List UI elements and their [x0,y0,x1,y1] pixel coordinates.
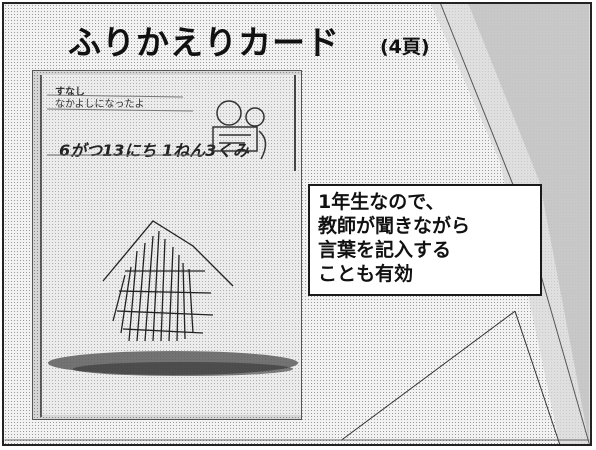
card-subheader: なかよしになったよ [55,99,145,110]
card-header: すなし [55,87,85,98]
slide: ふりかえりカード (4頁) すなし なかよしになったよ 6がつ13にち 1ねん3… [2,2,592,446]
slide-title: ふりかえりカード [68,23,340,62]
callout-line-1: 1年生なので、 [318,191,445,213]
reflection-card-photo: すなし なかよしになったよ 6がつ13にち 1ねん3くみ [32,70,302,420]
callout-line-2: 教師が聞きながら [318,215,471,237]
callout-box: 1年生なので、 教師が聞きながら 言葉を記入する ことも有効 [308,184,542,296]
callout-line-4: ことも有効 [318,263,414,285]
card-drawing [40,75,298,417]
callout-line-3: 言葉を記入する [318,239,452,261]
mountain-sketch [102,220,234,342]
page-reference: (4頁) [380,36,430,58]
doodle-icon [212,100,267,160]
